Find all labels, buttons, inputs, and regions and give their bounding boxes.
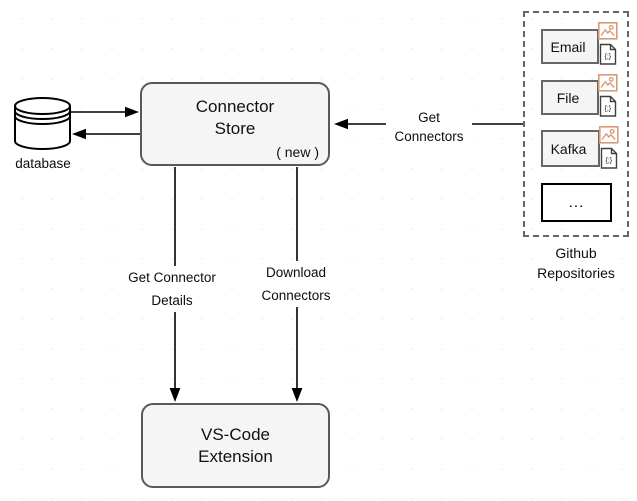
edge-label-download-line2: Connectors [261, 288, 331, 303]
node-vscode-extension: VS-Code Extension [141, 403, 330, 488]
repo-kafka-label: Kafka [550, 140, 587, 157]
github-repositories-group [523, 11, 629, 237]
repo-node-kafka: Kafka [541, 130, 600, 167]
arrow-database-to-store [70, 106, 139, 118]
vscode-title-line1: VS-Code [201, 424, 270, 444]
edge-label-get-connectors-line1: Get [418, 110, 440, 125]
edge-label-download-line1: Download [265, 265, 327, 280]
arrow-store-to-database [72, 128, 140, 140]
github-label-line1: Github [555, 245, 597, 261]
edge-label-get-connectors-line2: Connectors [394, 129, 464, 144]
node-connector-store: Connector Store ( new ) [140, 82, 330, 166]
repo-more-label: ... [568, 194, 585, 211]
edge-label-get-connector-details: Get Connector Details [119, 266, 225, 312]
vscode-extension-title: VS-Code Extension [198, 424, 273, 468]
edge-label-get-connectors: Get Connectors [386, 108, 472, 146]
repo-node-email: Email [541, 29, 599, 64]
repo-node-file: File [541, 80, 599, 115]
connector-store-title-line1: Connector [195, 97, 275, 116]
connector-store-title: Connector Store [196, 96, 274, 140]
github-label-line2: Repositories [537, 265, 615, 281]
database-icon [14, 97, 71, 150]
edge-label-details-line2: Details [151, 293, 193, 308]
repo-email-label: Email [550, 38, 586, 55]
repo-node-more: ... [541, 183, 612, 222]
repo-file-label: File [556, 89, 580, 106]
edge-label-details-line1: Get Connector [128, 270, 216, 285]
vscode-title-line2: Extension [198, 446, 273, 466]
edge-label-download-connectors: Download Connectors [248, 261, 344, 307]
connector-store-new-badge: ( new ) [276, 144, 319, 160]
database-label: database [15, 156, 71, 171]
connector-store-title-line2: Store [214, 119, 256, 138]
github-repositories-label: Github Repositories [523, 243, 629, 283]
